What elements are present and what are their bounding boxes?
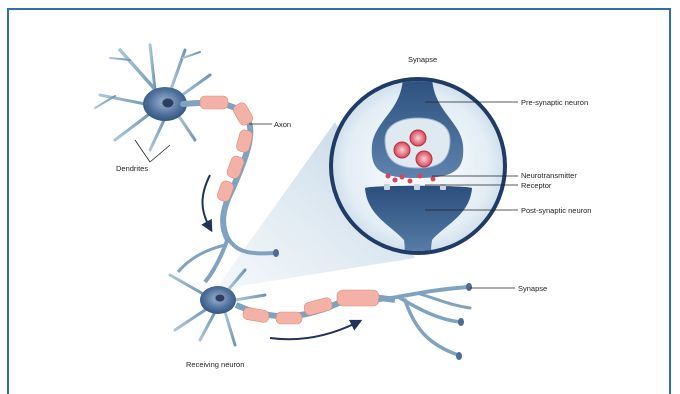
- label-receptor: Receptor: [521, 181, 552, 190]
- label-post-synaptic-neuron: Post-synaptic neuron: [521, 206, 591, 215]
- label-axon: Axon: [274, 120, 291, 129]
- label-pre-synaptic-neuron: Pre-synaptic neuron: [521, 98, 588, 107]
- label-synapse-top: Synapse: [408, 55, 437, 64]
- label-neurotransmitter: Neurotransmitter: [521, 171, 577, 180]
- label-synapse-right: Synapse: [518, 284, 547, 293]
- label-receiving-neuron: Receiving neuron: [186, 360, 244, 369]
- label-dendrites: Dendrites: [116, 164, 148, 173]
